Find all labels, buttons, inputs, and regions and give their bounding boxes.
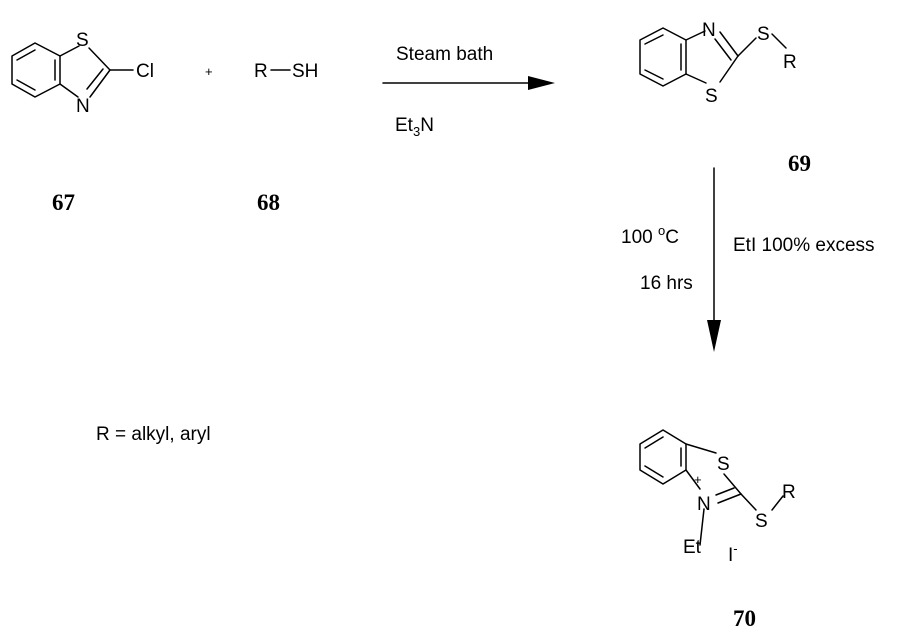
step-2-time: 16 hrs <box>640 273 693 294</box>
step-1-reagent-subscript: 3 <box>413 124 420 139</box>
compound-70-bond <box>723 473 742 495</box>
step-2-temperature-value: 100 <box>621 227 658 248</box>
step-1-arrowhead <box>528 76 555 90</box>
compound-70-bond <box>771 495 784 511</box>
compound-69-atom-n: N <box>702 20 716 41</box>
compound-70-double-bond <box>644 436 664 449</box>
plus-sign: + <box>205 64 213 79</box>
step-2-temperature: 100 oC <box>621 223 679 248</box>
compound-69-bond <box>685 73 707 84</box>
compound-70-iodide: I <box>728 545 733 566</box>
step-1-reagent: Et3N <box>395 115 434 139</box>
compound-70-label: 70 <box>733 606 756 631</box>
compound-69-bond <box>771 33 787 49</box>
compound-67-bond <box>59 83 79 98</box>
compound-67-atom-n: N <box>76 96 90 117</box>
compound-69-double-bond <box>644 69 664 80</box>
compound-70-structure: S + N S R Et I- <box>639 429 796 566</box>
step-1-arrow <box>382 76 555 90</box>
compound-69-double-bond <box>719 31 739 57</box>
step-2-arrowhead <box>707 320 721 352</box>
compound-67-bond <box>88 47 111 71</box>
compound-69-bond <box>685 30 706 41</box>
compound-69-atom-s-chain: S <box>757 24 770 45</box>
compound-67-double-bond <box>16 79 36 91</box>
step-2-arrow <box>707 167 721 352</box>
step-1-reagent-main: Et <box>395 115 414 136</box>
compound-69-atom-s-ring: S <box>705 86 718 107</box>
compound-70-double-bond <box>644 465 664 478</box>
step-2-temperature-degree: o <box>658 223 665 238</box>
compound-67-double-bond <box>16 49 36 61</box>
compound-69-double-bond <box>714 38 732 61</box>
compound-69-bond <box>737 37 757 57</box>
compound-67-atom-s: S <box>76 30 89 51</box>
compound-68-sh: SH <box>292 61 318 82</box>
compound-67-double-bond <box>89 69 111 98</box>
compound-70-atom-s-chain: S <box>755 511 768 532</box>
compound-70-positive-charge: + <box>694 472 702 487</box>
compound-70-double-bond <box>717 493 742 504</box>
compound-70-et: Et <box>683 537 702 558</box>
step-2-temperature-unit: C <box>665 227 679 248</box>
compound-67-label: 67 <box>52 190 75 215</box>
compound-70-iodide-charge: - <box>733 541 737 556</box>
compound-68-r: R <box>254 61 268 82</box>
compound-70-bond <box>699 508 705 546</box>
step-1-condition: Steam bath <box>396 44 493 65</box>
compound-68-structure: R SH <box>254 61 318 82</box>
compound-70-atom-n: N <box>697 494 711 515</box>
step-2-reagent: EtI 100% excess <box>733 235 875 256</box>
compound-67-bond <box>59 45 80 57</box>
compound-67-benzene-ring <box>11 42 61 98</box>
compound-69-double-bond <box>644 34 664 45</box>
compound-69-structure: N S S R <box>639 20 797 107</box>
compound-70-double-bond <box>715 487 735 496</box>
compound-70-bond <box>685 469 701 490</box>
compound-70-atom-s-ring: S <box>717 454 730 475</box>
compound-67-structure: S N Cl <box>11 30 154 117</box>
compound-70-counterion: I- <box>728 541 738 566</box>
compound-69-label: 69 <box>788 151 811 176</box>
r-definition: R = alkyl, aryl <box>96 424 211 445</box>
compound-69-bond <box>719 55 739 83</box>
step-1-reagent-tail: N <box>420 115 434 136</box>
compound-70-bond <box>740 493 757 511</box>
compound-68-label: 68 <box>257 190 280 215</box>
compound-67-double-bond <box>86 68 104 90</box>
compound-69-benzene-ring <box>639 27 687 87</box>
compound-69-r: R <box>783 52 797 73</box>
compound-70-r: R <box>782 482 796 503</box>
compound-67-atom-cl: Cl <box>136 61 154 82</box>
compound-70-benzene-ring <box>639 429 687 485</box>
compound-70-bond <box>685 443 717 454</box>
